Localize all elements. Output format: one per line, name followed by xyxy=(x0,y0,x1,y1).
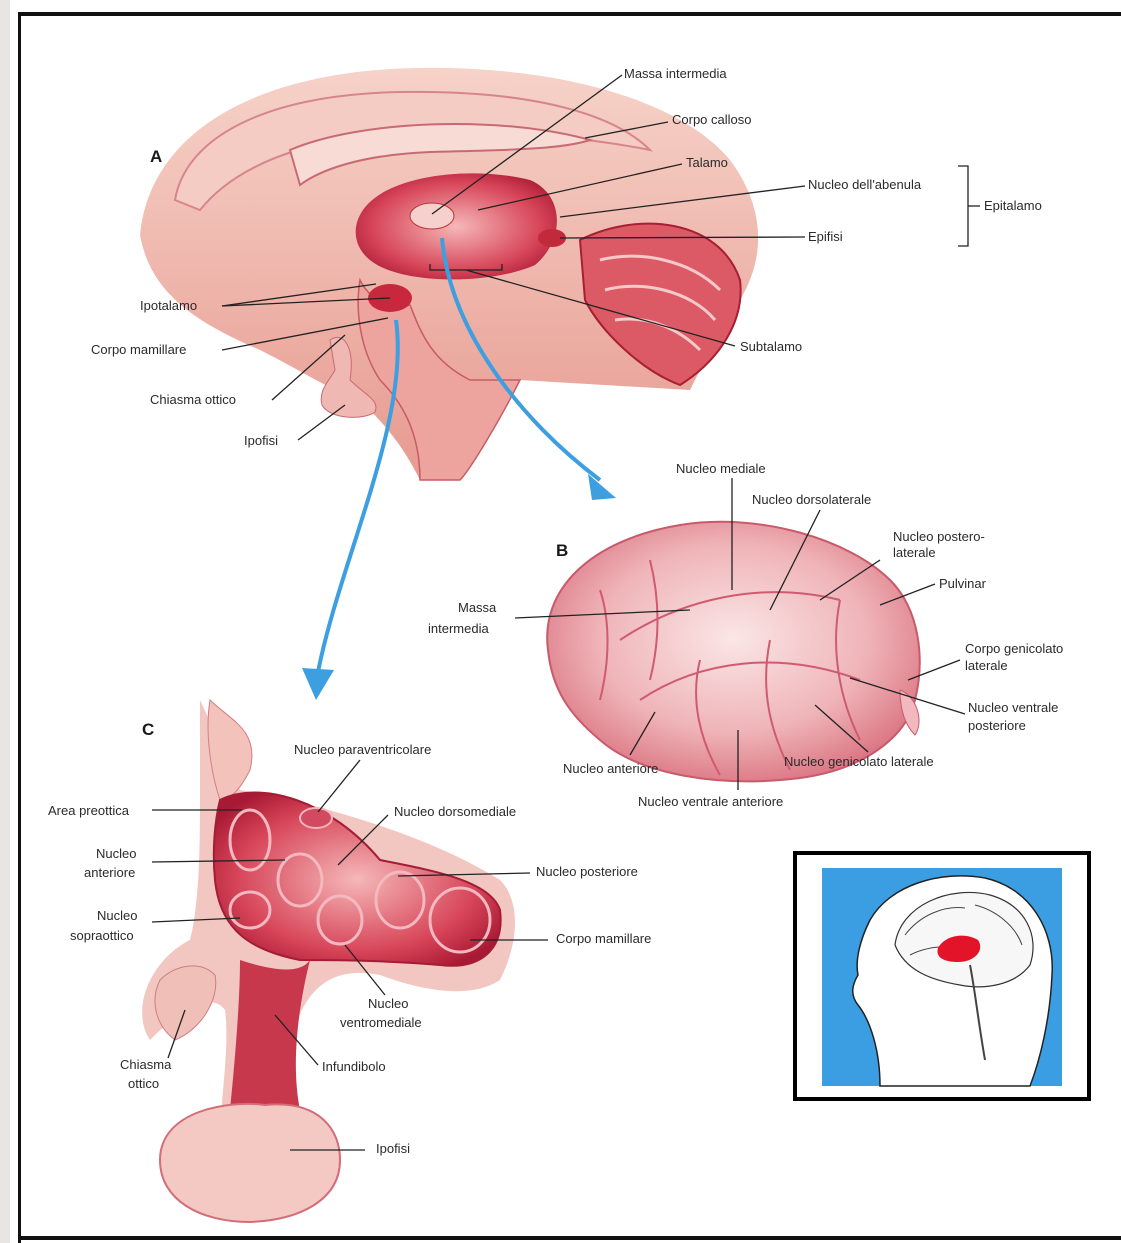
label-chiasma-ottico-c-2: ottico xyxy=(128,1076,159,1091)
optic-chiasm-shape xyxy=(155,966,216,1040)
label-ipofisi: Ipofisi xyxy=(244,433,278,448)
label-nucleo-sopraottico-2: sopraottico xyxy=(70,928,134,943)
label-nucleo-abenula: Nucleo dell'abenula xyxy=(808,177,922,192)
panel-a-letter: A xyxy=(150,147,162,166)
label-nucleo-mediale: Nucleo mediale xyxy=(676,461,766,476)
label-corpo-genicolato-2: laterale xyxy=(965,658,1008,673)
locator-inset xyxy=(795,853,1089,1099)
label-nucleo-ventromediale-2: ventromediale xyxy=(340,1015,422,1030)
label-corpo-calloso: Corpo calloso xyxy=(672,112,752,127)
label-nucleo-dorsomediale: Nucleo dorsomediale xyxy=(394,804,516,819)
panel-c-hypothalamus: C xyxy=(142,700,515,1222)
label-nucleo-dorsolaterale: Nucleo dorsolaterale xyxy=(752,492,871,507)
thalamus-body xyxy=(547,522,920,781)
massa-intermedia-shape xyxy=(410,203,454,229)
label-area-preottica: Area preottica xyxy=(48,803,130,818)
label-epifisi: Epifisi xyxy=(808,229,843,244)
label-massa-intermedia-b-2: intermedia xyxy=(428,621,489,636)
label-pulvinar: Pulvinar xyxy=(939,576,987,591)
label-nucleo-posteriore: Nucleo posteriore xyxy=(536,864,638,879)
label-nucleo-anteriore-b: Nucleo anteriore xyxy=(563,761,658,776)
infundibulum-shape xyxy=(230,960,310,1110)
label-corpo-mamillare: Corpo mamillare xyxy=(91,342,186,357)
label-nucleo-ventrale-posteriore-2: posteriore xyxy=(968,718,1026,733)
label-chiasma-ottico: Chiasma ottico xyxy=(150,392,236,407)
label-nucleo-sopraottico-1: Nucleo xyxy=(97,908,137,923)
label-corpo-genicolato-1: Corpo genicolato xyxy=(965,641,1063,656)
label-nucleo-anteriore-c-1: Nucleo xyxy=(96,846,136,861)
label-epitalamo: Epitalamo xyxy=(984,198,1042,213)
label-chiasma-ottico-c-1: Chiasma xyxy=(120,1057,172,1072)
label-nucleo-genicolato-laterale: Nucleo genicolato laterale xyxy=(784,754,934,769)
label-massa-intermedia-b-1: Massa xyxy=(458,600,497,615)
label-nucleo-ventrale-anteriore: Nucleo ventrale anteriore xyxy=(638,794,783,809)
label-infundibolo: Infundibolo xyxy=(322,1059,386,1074)
label-nucleo-anteriore-c-2: anteriore xyxy=(84,865,135,880)
arrow-head-c xyxy=(302,668,334,700)
pituitary-gland-shape xyxy=(160,1104,340,1222)
label-nucleo-ventrale-posteriore-1: Nucleo ventrale xyxy=(968,700,1058,715)
panel-c-letter: C xyxy=(142,720,154,739)
panel-b-thalamus: B xyxy=(547,522,920,781)
label-ipotalamo: Ipotalamo xyxy=(140,298,197,313)
label-nucleo-posterolaterale-2: laterale xyxy=(893,545,936,560)
label-nucleo-posterolaterale-1: Nucleo postero- xyxy=(893,529,985,544)
label-talamo: Talamo xyxy=(686,155,728,170)
panel-b-letter: B xyxy=(556,541,568,560)
label-ipofisi-c: Ipofisi xyxy=(376,1141,410,1156)
label-subtalamo: Subtalamo xyxy=(740,339,802,354)
label-nucleo-paraventricolare: Nucleo paraventricolare xyxy=(294,742,431,757)
label-corpo-mamillare-c: Corpo mamillare xyxy=(556,931,651,946)
label-nucleo-ventromediale-1: Nucleo xyxy=(368,996,408,1011)
paraventricular-shape xyxy=(300,808,332,828)
label-massa-intermedia: Massa intermedia xyxy=(624,66,727,81)
arrow-head-b xyxy=(588,474,616,500)
